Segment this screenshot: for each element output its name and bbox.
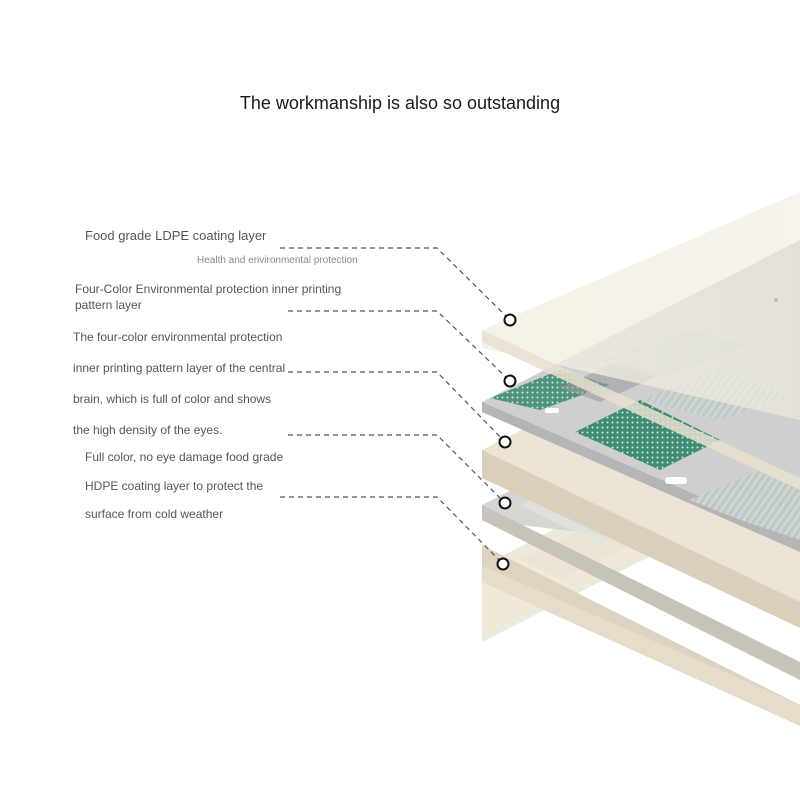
page-title: The workmanship is also so outstanding xyxy=(239,93,561,113)
label-hdpe-layer: Full color, no eye damage food grade HDP… xyxy=(85,450,284,521)
marker-1 xyxy=(503,313,517,327)
marker-5 xyxy=(496,557,510,571)
leader-line-1 xyxy=(280,247,511,321)
label-print-layer-description: The four-color environmental protection … xyxy=(73,330,286,437)
leader-line-4 xyxy=(288,434,506,504)
leader-line-5 xyxy=(280,496,504,565)
label-print-layer-title: Four-Color Environmental protection inne… xyxy=(75,282,342,312)
marker-3 xyxy=(498,435,512,449)
layer-markers xyxy=(496,313,517,571)
leader-line-2 xyxy=(288,310,511,382)
marker-2 xyxy=(503,374,517,388)
top-ldpe-layer xyxy=(482,192,800,490)
leader-line-3 xyxy=(288,371,506,443)
label-ldpe-subtitle: Health and environmental protection xyxy=(197,255,358,266)
label-ldpe-layer: Food grade LDPE coating layer xyxy=(85,228,267,243)
leader-lines xyxy=(280,247,511,565)
marker-4 xyxy=(498,496,512,510)
